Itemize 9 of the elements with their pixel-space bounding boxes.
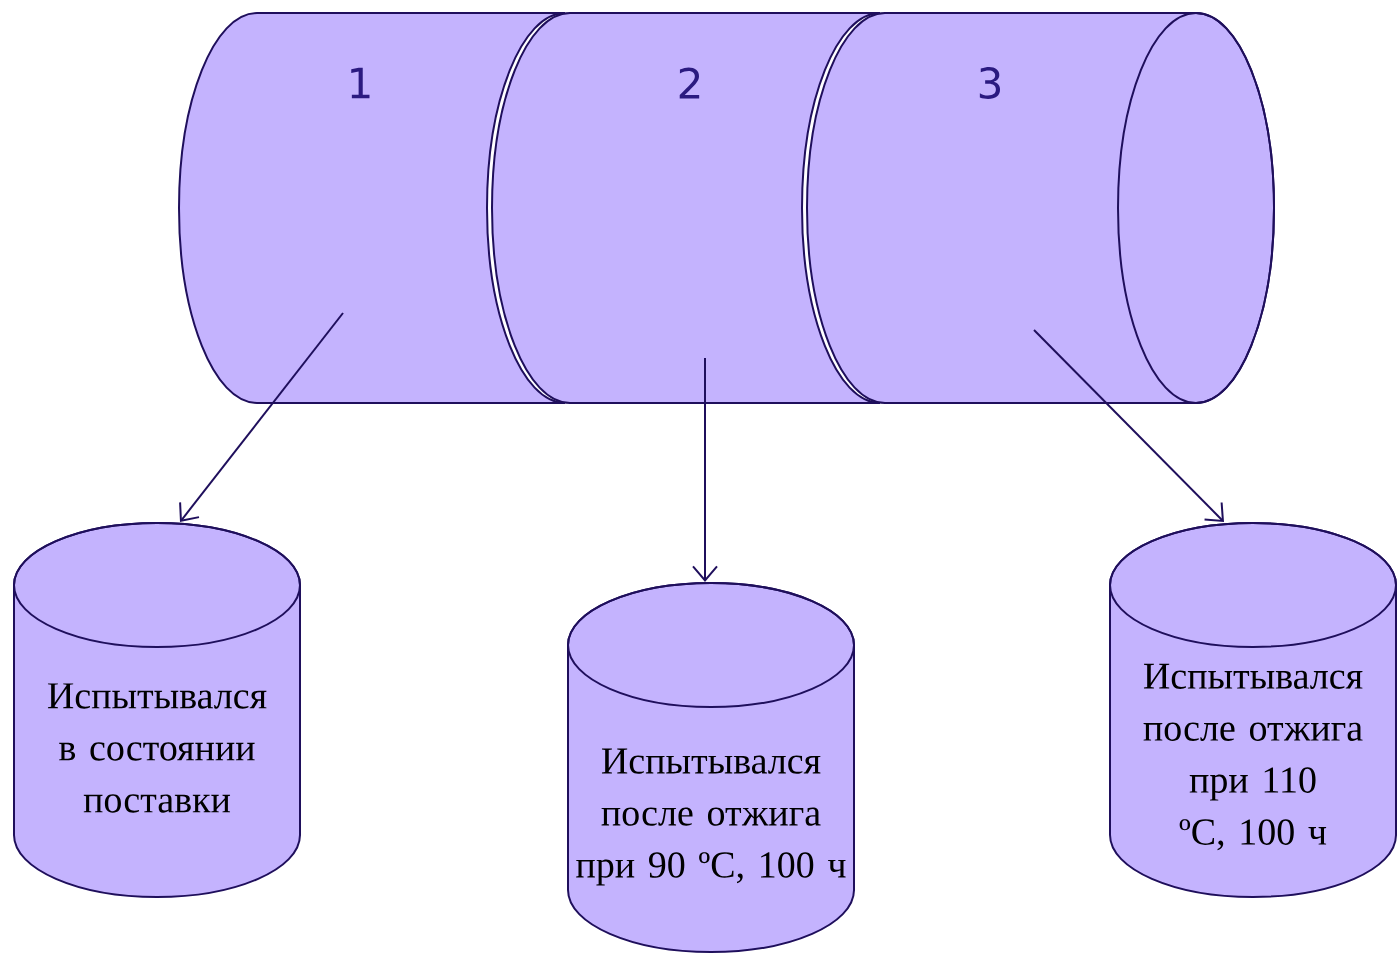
cylinder-segment: 2 [491, 12, 881, 404]
cylinder-segment: 3 [806, 12, 1275, 404]
cylinder: Испытывался после отжига при 90 ºC, 100 ч [567, 582, 855, 953]
arrow [692, 357, 718, 582]
cylinder: Испытывался после отжига при 110 ºC, 100 ч [1109, 522, 1397, 898]
arrow [179, 312, 344, 522]
arrow [1033, 329, 1224, 522]
cylinder: Испытывался в состоянии поставки [13, 522, 301, 898]
cylinder-segment: 1 [178, 12, 566, 404]
